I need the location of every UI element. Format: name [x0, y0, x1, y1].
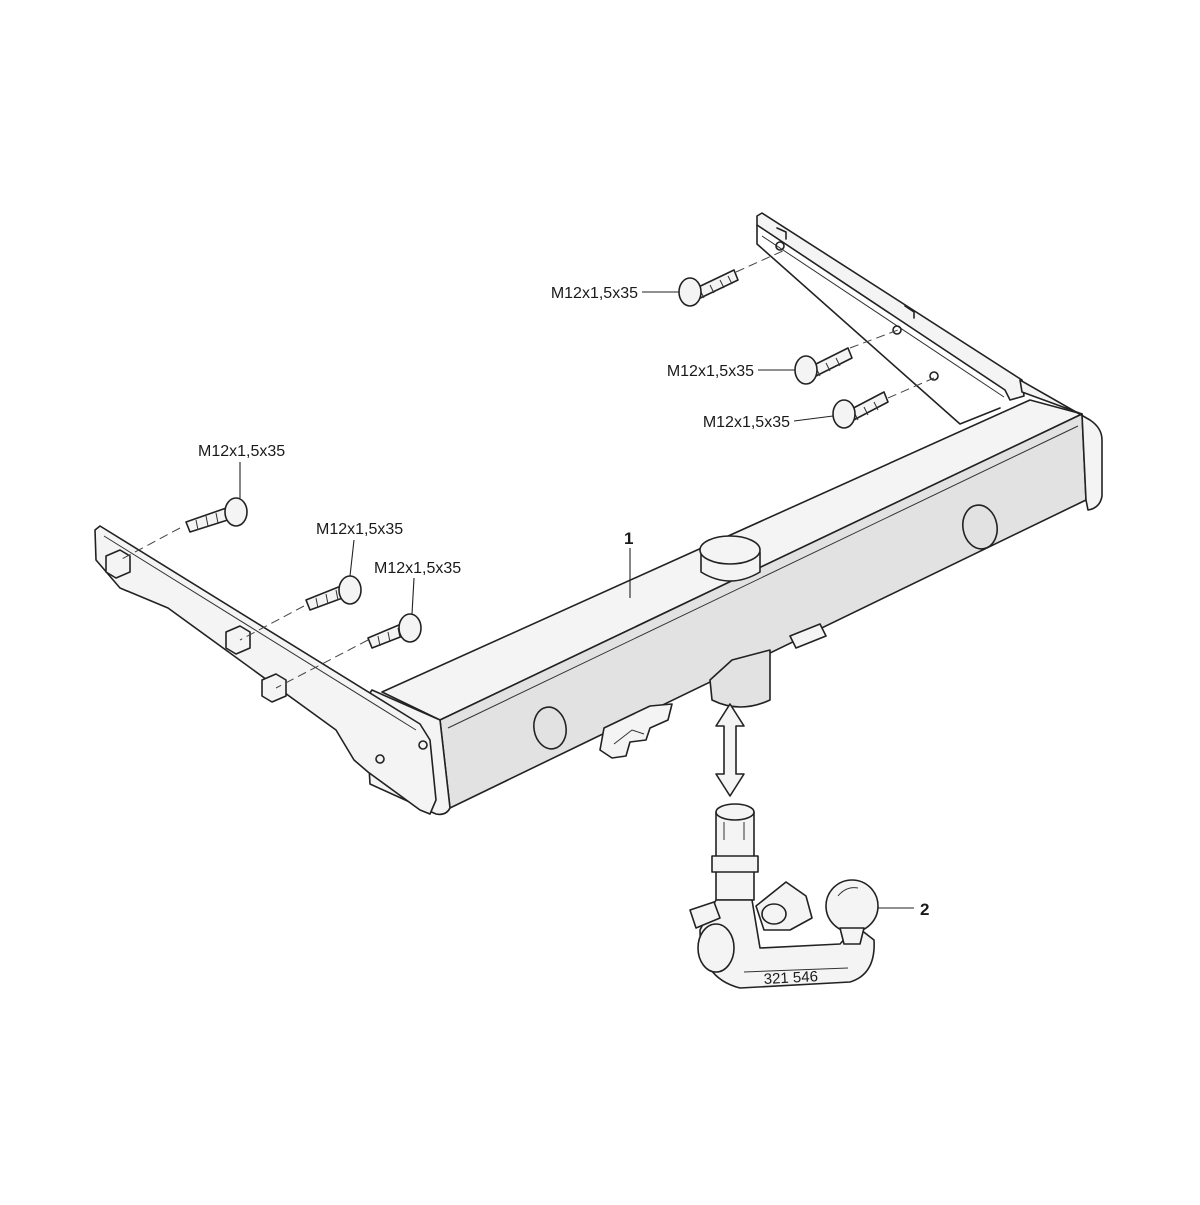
- part-number-stamp: 321 546: [763, 968, 818, 988]
- labels: M12x1,5x35 M12x1,5x35 M12x1,5x35 M12x1,5…: [198, 285, 929, 988]
- bolt-lower-right: [832, 391, 889, 429]
- locking-knob: [755, 881, 813, 931]
- bolt-label-upper-left: M12x1,5x35: [198, 443, 285, 460]
- weld-nut-1: [105, 549, 131, 579]
- bolt-label-top-right: M12x1,5x35: [551, 285, 638, 302]
- beam-hole-left: [533, 706, 567, 750]
- bolt-upper-left: [185, 497, 248, 533]
- double-arrow-icon: [715, 703, 745, 797]
- bolt-label-lower-left: M12x1,5x35: [374, 560, 461, 577]
- hitch-side-cylinder: [697, 923, 735, 973]
- bolt-middle-right: [794, 347, 853, 385]
- receiver-tube: [709, 649, 771, 708]
- tow-bar-frame: [94, 212, 1103, 816]
- left-side-rail: [94, 525, 437, 815]
- cross-beam-front: [439, 413, 1087, 809]
- detachable-ball-hitch: [689, 703, 879, 989]
- callout-frame: 1: [624, 529, 633, 548]
- bolt-lower-left: [367, 613, 422, 649]
- bolt-label-lower-right: M12x1,5x35: [703, 414, 790, 431]
- bolt-label-middle-left: M12x1,5x35: [316, 521, 403, 538]
- bolt-label-middle-right: M12x1,5x35: [667, 363, 754, 380]
- right-side-rail: [756, 212, 1025, 401]
- beam-hole-right: [962, 504, 998, 550]
- bolt-top-right: [678, 269, 739, 307]
- leader-lines: [239, 291, 914, 909]
- weld-nut-3: [261, 673, 287, 703]
- callout-ball-hitch: 2: [920, 900, 929, 919]
- weld-nut-2: [225, 625, 251, 655]
- bolt-middle-left: [305, 575, 362, 611]
